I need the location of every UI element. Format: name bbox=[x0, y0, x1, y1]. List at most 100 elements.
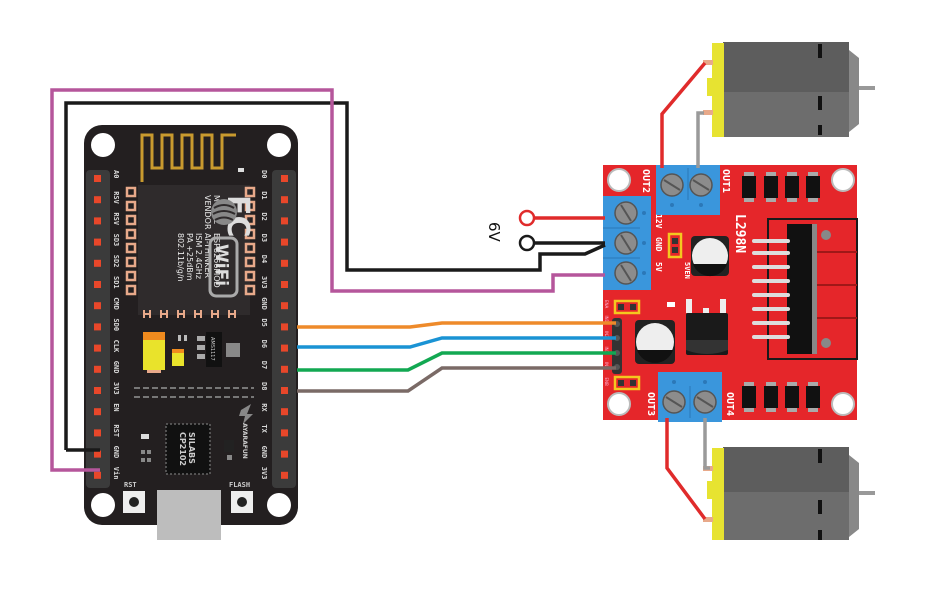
wifi-logo-icon bbox=[208, 236, 239, 298]
pin-label: D4 bbox=[260, 255, 268, 263]
brand-label: AYARAFUN bbox=[241, 423, 248, 459]
pin-a0[interactable] bbox=[94, 175, 101, 182]
pin-sd3[interactable] bbox=[94, 238, 101, 246]
pin-label: CLK bbox=[112, 340, 120, 353]
power-negative-terminal[interactable] bbox=[518, 234, 536, 252]
pin-d7[interactable] bbox=[281, 365, 288, 373]
rst-label: RST bbox=[124, 481, 137, 489]
jumper-5ven[interactable] bbox=[667, 232, 683, 259]
pin-label: SD2 bbox=[112, 255, 120, 268]
label-12v: 12V bbox=[654, 214, 663, 229]
out4-label: OUT4 bbox=[724, 392, 735, 416]
pin-d4[interactable] bbox=[281, 259, 288, 267]
mount-hole bbox=[91, 493, 115, 517]
wire-gnd bbox=[64, 101, 606, 450]
pin-gnd[interactable] bbox=[94, 365, 101, 373]
pin-sd0[interactable] bbox=[94, 323, 101, 331]
pin-label: Vin bbox=[112, 467, 120, 480]
pin-label: RST bbox=[112, 424, 120, 437]
pin-rsv[interactable] bbox=[94, 217, 101, 225]
wire-motor-b-gray bbox=[703, 418, 710, 470]
pin-d0[interactable] bbox=[281, 175, 288, 182]
chip-legs bbox=[752, 239, 790, 339]
mount-hole bbox=[607, 392, 631, 416]
pin-rx[interactable] bbox=[281, 408, 288, 416]
motor-terminal bbox=[703, 110, 713, 115]
pin-sd1[interactable] bbox=[94, 281, 101, 288]
pin-3v3[interactable] bbox=[281, 281, 288, 288]
pin-d8[interactable] bbox=[281, 387, 288, 394]
wire-vin bbox=[50, 88, 605, 472]
jumper-ena[interactable] bbox=[613, 299, 641, 315]
pin-clk[interactable] bbox=[94, 344, 101, 352]
diode-array-top bbox=[742, 172, 820, 202]
vendor-label: VENDOR bbox=[203, 195, 212, 230]
flash-label: FLASH bbox=[229, 481, 250, 489]
module-pads-right bbox=[244, 186, 256, 296]
pin-label: GND bbox=[112, 361, 120, 374]
pin-rsv[interactable] bbox=[94, 196, 101, 204]
pin-d5[interactable] bbox=[281, 323, 288, 331]
pin-vin[interactable] bbox=[94, 471, 101, 479]
pin-label: RSV bbox=[112, 212, 120, 225]
pin-label: 3V3 bbox=[260, 276, 268, 289]
pin-gnd[interactable] bbox=[94, 450, 101, 458]
module-pads-bottom bbox=[143, 310, 236, 318]
control-pin-label: IN1 bbox=[604, 316, 609, 323]
pin-label: SD1 bbox=[112, 276, 120, 289]
pin-gnd[interactable] bbox=[281, 302, 288, 310]
control-pin-label: IN2 bbox=[604, 331, 609, 338]
jumper-enb[interactable] bbox=[613, 375, 641, 391]
pin-label: D3 bbox=[260, 234, 268, 242]
left-pin-dots bbox=[94, 175, 101, 479]
pin-en[interactable] bbox=[94, 408, 101, 416]
pin-d1[interactable] bbox=[281, 196, 288, 204]
mount-hole bbox=[267, 493, 291, 517]
pin-d2[interactable] bbox=[281, 217, 288, 225]
pin-label: GND bbox=[112, 446, 120, 459]
mount-hole bbox=[91, 133, 115, 157]
label-gnd: GND bbox=[654, 237, 663, 252]
pin-label: D0 bbox=[260, 170, 268, 178]
control-pin-label: IN4 bbox=[604, 362, 609, 369]
left-pin-labels: A0RSVRSVSD3SD2SD1CMDSD0CLKGND3V3ENRSTGND… bbox=[112, 170, 120, 479]
motor-a bbox=[703, 42, 875, 137]
wire-motor-a-gray bbox=[696, 111, 704, 168]
control-pin-header bbox=[612, 318, 622, 374]
pin-cmd[interactable] bbox=[94, 302, 101, 310]
pin-3v3[interactable] bbox=[281, 471, 288, 479]
chip-brand: SILABS bbox=[187, 432, 196, 464]
motor-end-cap bbox=[712, 43, 724, 137]
motor-terminal bbox=[703, 60, 713, 65]
wifi-logo-text: WiFi bbox=[211, 244, 231, 286]
vendor-value: AI-THINKER bbox=[203, 233, 212, 279]
pin-label: EN bbox=[112, 403, 120, 411]
pin-label: D6 bbox=[260, 340, 268, 348]
pin-label: D2 bbox=[260, 212, 268, 220]
pin-rst[interactable] bbox=[94, 429, 101, 437]
control-pin-label: IN3 bbox=[604, 347, 609, 354]
regulator-label: AMS1117 bbox=[209, 337, 215, 361]
small-capacitor bbox=[172, 352, 184, 366]
electrolytic-capacitor bbox=[635, 320, 675, 364]
wire-d5-in1 bbox=[297, 321, 616, 329]
pin-tx[interactable] bbox=[281, 429, 288, 437]
motor-b bbox=[703, 447, 875, 540]
control-pin-label: ENB bbox=[604, 378, 609, 387]
pin-label: D7 bbox=[260, 361, 268, 369]
terminal-out3-out4 bbox=[658, 372, 722, 422]
pin-3v3[interactable] bbox=[94, 387, 101, 394]
pin-d3[interactable] bbox=[281, 238, 288, 246]
diode-array-bottom bbox=[742, 382, 820, 412]
right-pin-dots bbox=[281, 175, 288, 479]
power-positive-terminal[interactable] bbox=[518, 209, 536, 227]
motor-terminal bbox=[703, 517, 713, 522]
pin-d6[interactable] bbox=[281, 344, 288, 352]
model-value: ESP8266MOD bbox=[212, 233, 221, 288]
wire-motor-b-red bbox=[665, 418, 707, 521]
pin-gnd[interactable] bbox=[281, 450, 288, 458]
power-terminal-labels: 12V GND 5V bbox=[654, 214, 663, 272]
pin-sd2[interactable] bbox=[94, 259, 101, 267]
